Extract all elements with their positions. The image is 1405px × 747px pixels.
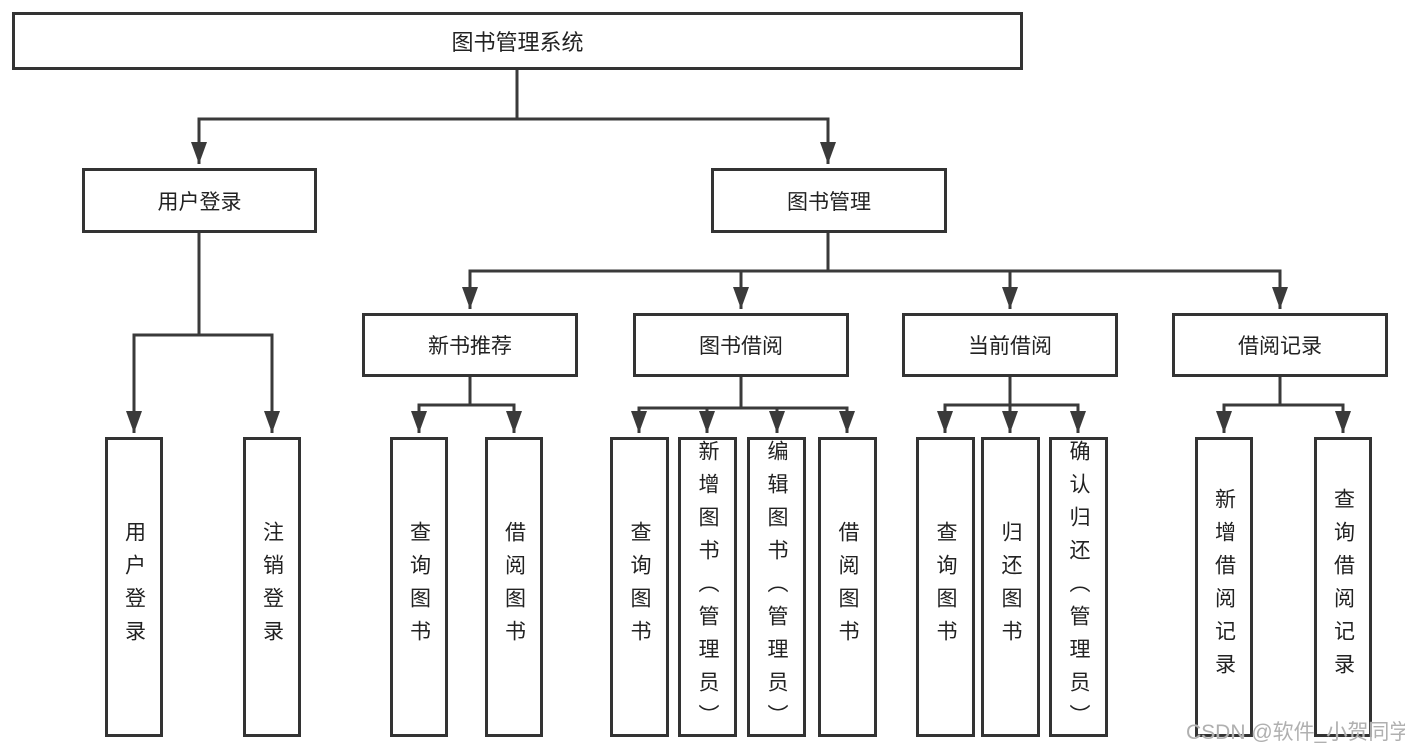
node-new-book-recommend: 新书推荐: [362, 313, 578, 377]
connector-group: [126, 70, 1351, 433]
leaf-add-borrow-record: 新增借阅记录: [1195, 437, 1253, 737]
node-book-borrow: 图书借阅: [633, 313, 849, 377]
node-current-borrow: 当前借阅: [902, 313, 1118, 377]
node-root-system: 图书管理系统: [12, 12, 1023, 70]
leaf-add-book-admin: 新增图书（管理员）: [678, 437, 737, 737]
leaf-confirm-return-admin: 确认归还（管理员）: [1049, 437, 1108, 737]
leaf-borrow-books-borrow: 借阅图书: [818, 437, 877, 737]
node-borrow-records: 借阅记录: [1172, 313, 1388, 377]
node-user-login: 用户登录: [82, 168, 317, 233]
leaf-query-borrow-record: 查询借阅记录: [1314, 437, 1372, 737]
leaf-logout: 注销登录: [243, 437, 301, 737]
leaf-return-book: 归还图书: [981, 437, 1040, 737]
leaf-query-books-borrow: 查询图书: [610, 437, 669, 737]
leaf-borrow-books-recommend: 借阅图书: [485, 437, 543, 737]
csdn-watermark: CSDN @软件_小贺同学: [1186, 721, 1405, 744]
leaf-query-books-current: 查询图书: [916, 437, 975, 737]
leaf-query-books-recommend: 查询图书: [390, 437, 448, 737]
leaf-user-login: 用户登录: [105, 437, 163, 737]
leaf-edit-book-admin: 编辑图书（管理员）: [747, 437, 806, 737]
node-book-management: 图书管理: [711, 168, 947, 233]
